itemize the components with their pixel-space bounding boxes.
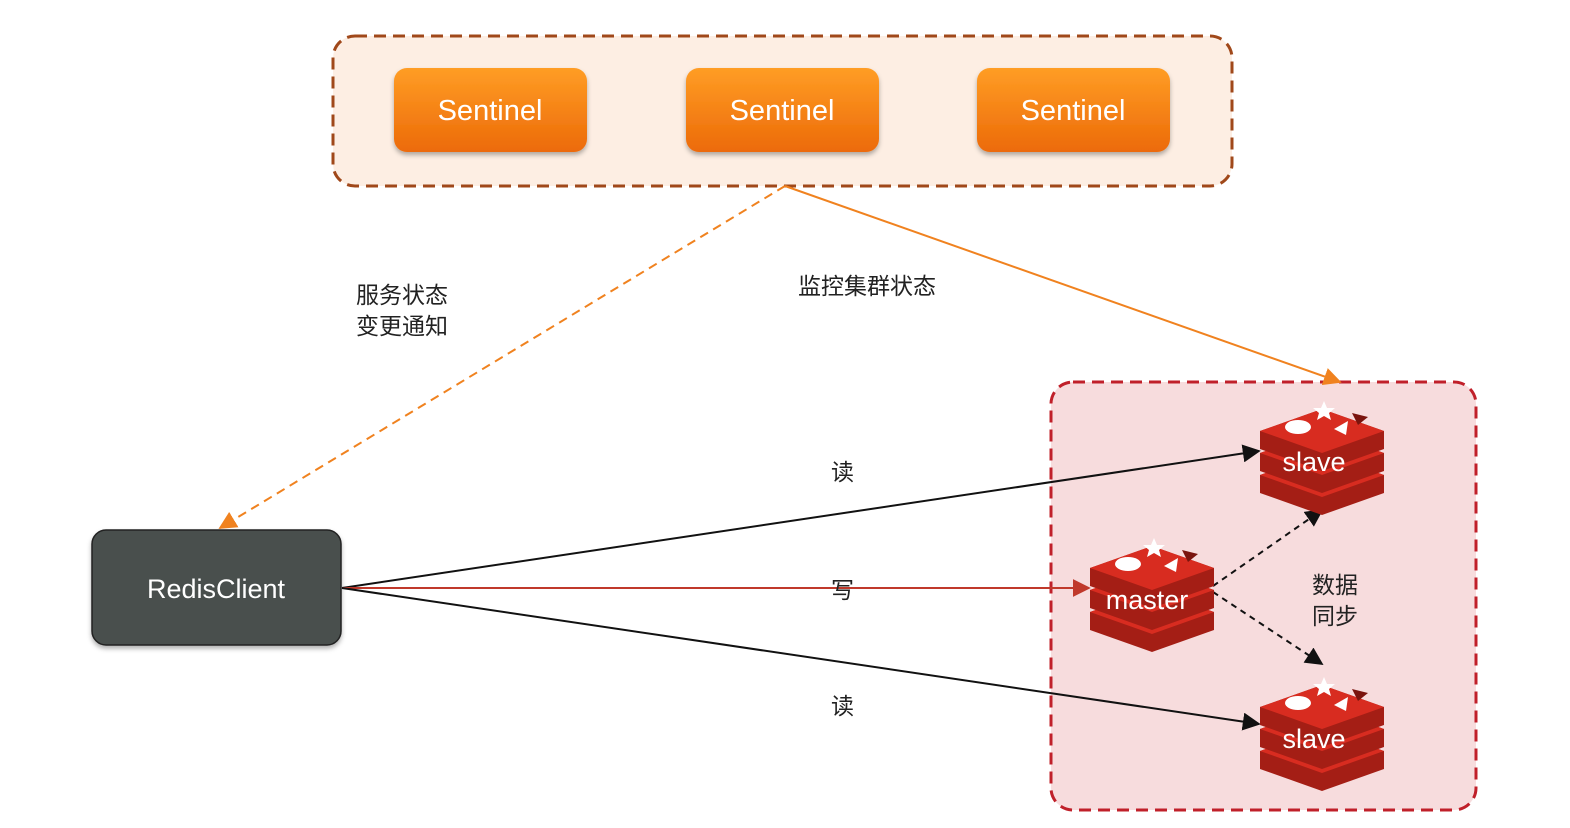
- sentinel-label-1: Sentinel: [438, 95, 543, 127]
- redis-stack-icon[interactable]: [1260, 677, 1384, 791]
- read-label-top: 读: [831, 460, 854, 486]
- slave-bottom-label: slave: [1282, 724, 1345, 754]
- monitor-arrow: [784, 185, 1342, 386]
- sync-label-line1: 数据: [1312, 573, 1358, 599]
- sentinel-node-3[interactable]: [977, 68, 1170, 152]
- redis-stack-icon[interactable]: [1090, 538, 1214, 652]
- monitor-label: 监控集群状态: [798, 274, 936, 300]
- read-arrow-top: [341, 444, 1261, 589]
- master-label: master: [1106, 585, 1189, 615]
- notify-label-line2: 变更通知: [356, 314, 448, 340]
- sentinel-node-1[interactable]: [394, 68, 587, 152]
- read-arrow-bottom: [341, 587, 1261, 731]
- read-label-bottom: 读: [831, 694, 854, 720]
- sync-label-line2: 同步: [1312, 604, 1358, 630]
- sentinel-label-2: Sentinel: [730, 95, 835, 127]
- slave-top-label: slave: [1282, 447, 1345, 477]
- sentinel-node-2[interactable]: [686, 68, 879, 152]
- sentinel-label-3: Sentinel: [1021, 95, 1126, 127]
- redis-client-label: RedisClient: [147, 574, 286, 604]
- write-label: 写: [831, 578, 854, 604]
- redis-client-node[interactable]: [91, 529, 342, 646]
- notify-arrow: [218, 185, 786, 529]
- notify-label-line1: 服务状态: [356, 283, 448, 309]
- redis-stack-icon[interactable]: [1260, 401, 1384, 515]
- sync-arrow-top: [1212, 508, 1324, 587]
